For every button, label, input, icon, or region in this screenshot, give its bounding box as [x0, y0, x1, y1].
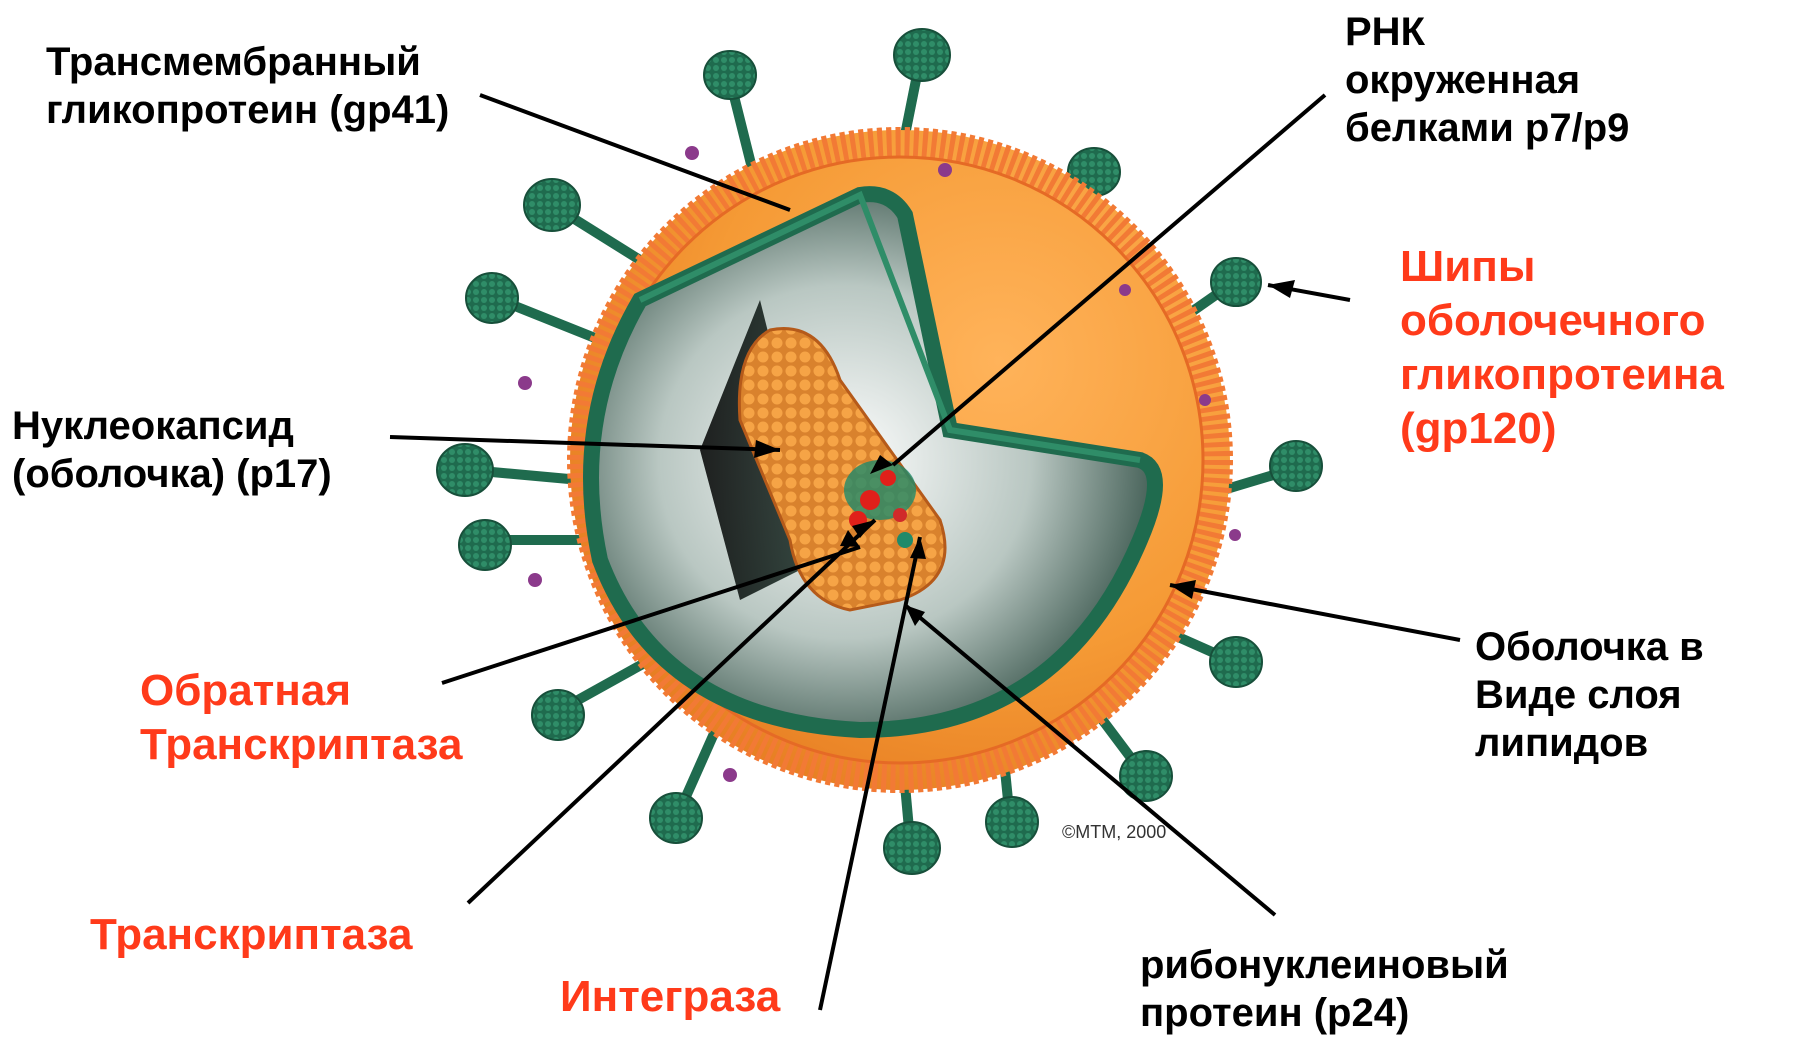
label-rna-proteins: РНК окруженная белками p7/p9 — [1345, 8, 1629, 152]
label-reverse-transcriptase: Обратная Транскриптаза — [140, 664, 462, 772]
label-lipid-layer: Оболочка в Виде слоя липидов — [1475, 623, 1704, 767]
label-ribonucleoprotein: рибонуклеиновый протеин (p24) — [1140, 941, 1509, 1037]
label-nucleocapsid: Нуклеокапсид (оболочка) (p17) — [12, 402, 332, 498]
label-integrase: Интеграза — [560, 970, 780, 1024]
copyright-credit: ©MTM, 2000 — [1062, 822, 1166, 843]
label-transmembrane-glycoprotein: Трансмембранный гликопротеин (gp41) — [46, 38, 449, 134]
label-envelope-spikes: Шипы оболочечного гликопротеина (gp120) — [1400, 240, 1724, 456]
label-transcriptase: Транскриптаза — [90, 908, 412, 962]
